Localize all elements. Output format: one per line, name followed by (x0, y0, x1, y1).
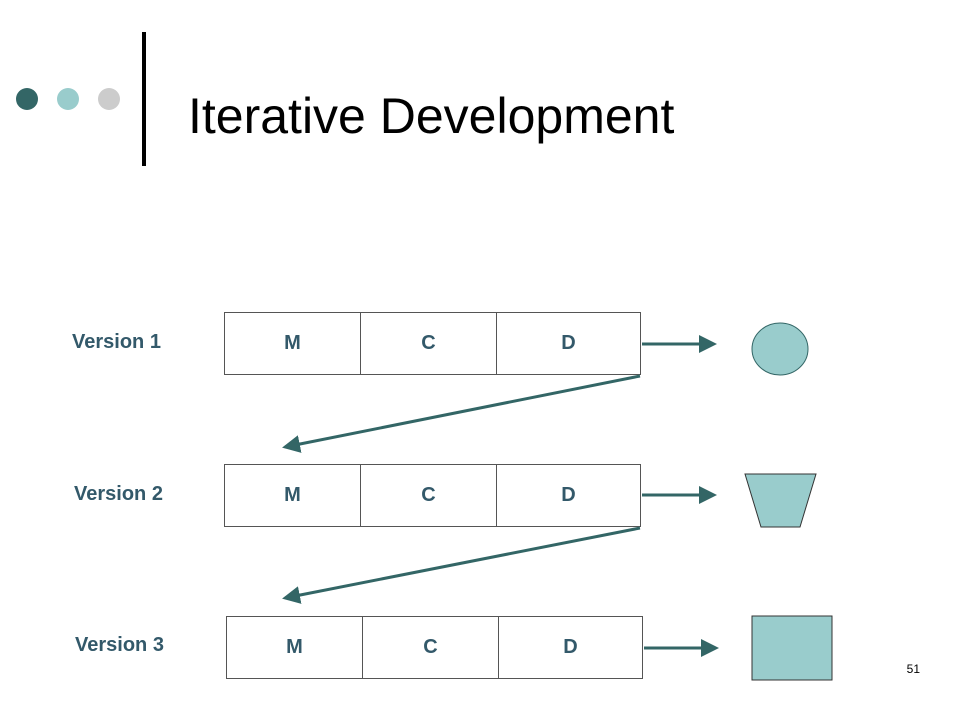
slide-title: Iterative Development (188, 88, 675, 144)
cell-d: D (561, 332, 576, 354)
title-divider (142, 32, 146, 166)
iteration-arrow-2 (282, 526, 641, 604)
mcd-box-version-2: M C D (224, 464, 641, 527)
version-label-3: Version 3 (75, 634, 164, 656)
decor-dot-gray (98, 88, 120, 110)
cell-c: C (361, 313, 497, 374)
cell-c: C (361, 465, 497, 526)
mcd-box-version-3: M C D (226, 616, 643, 679)
cell-d: D (563, 636, 578, 658)
cell-d: D (561, 484, 576, 506)
version-label-1: Version 1 (72, 331, 161, 353)
decor-dot-teal (57, 88, 79, 110)
page-number: 51 (906, 662, 920, 676)
mcd-box-version-1: M C D (224, 312, 641, 375)
decor-dot-dark (16, 88, 38, 110)
version-label-2: Version 2 (74, 483, 163, 505)
cell-m: M (225, 465, 361, 526)
output-trapezoid (744, 473, 817, 528)
output-square (751, 615, 833, 681)
iteration-arrow-1 (282, 374, 641, 453)
cell-m: M (227, 617, 363, 678)
cell-m: M (225, 313, 361, 374)
output-circle (751, 322, 809, 376)
cell-c: C (363, 617, 499, 678)
